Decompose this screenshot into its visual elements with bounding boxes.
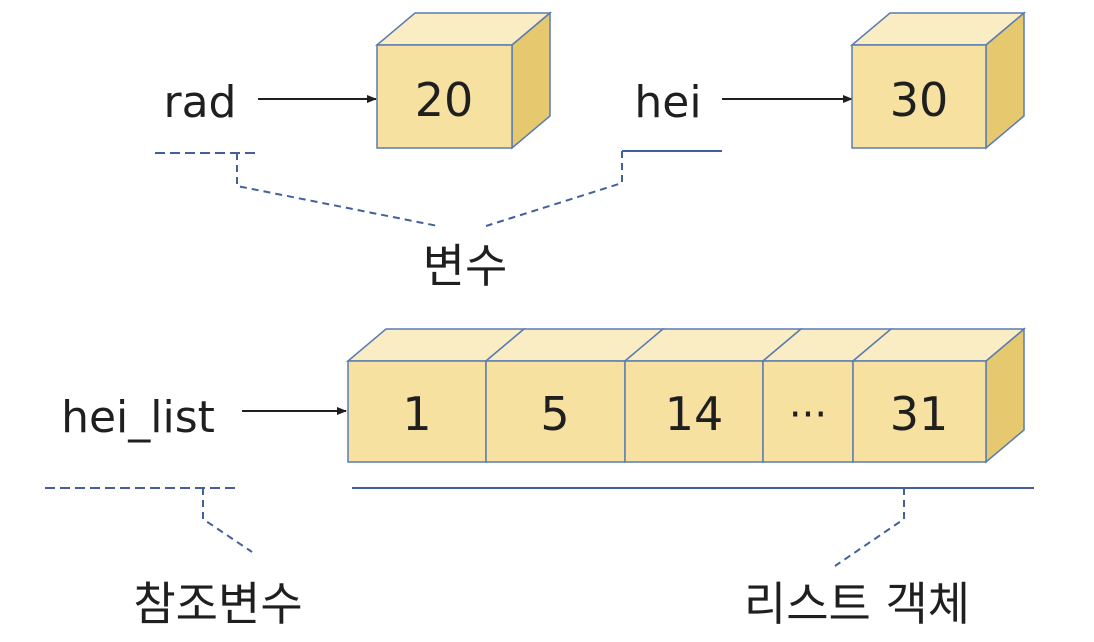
- list-cell: 5: [483, 328, 666, 463]
- list-cell: 1: [345, 328, 527, 463]
- variable-name-rad: rad: [164, 77, 237, 128]
- value-30: 30: [890, 73, 949, 127]
- value-box-20: 20: [374, 11, 553, 150]
- list-cell: ···: [760, 328, 894, 463]
- reference-variable-label: 참조변수: [133, 577, 302, 631]
- variable-name-hei: hei: [634, 77, 701, 128]
- list-cell: 14: [622, 328, 804, 463]
- variable-name-hei-list: hei_list: [61, 392, 215, 443]
- list-object-label: 리스트 객체: [744, 577, 970, 631]
- list-cell-value: 14: [665, 387, 724, 441]
- connector-list-to-label: [834, 488, 905, 567]
- list-object: 1 5 14 ··· 31: [345, 327, 1027, 464]
- list-cell-value: 31: [890, 387, 949, 441]
- list-cell-value: 1: [402, 387, 431, 441]
- connector-hei-list-to-label: [202, 488, 253, 553]
- connector-hei-to-label: [485, 151, 623, 227]
- connector-rad-to-label: [236, 153, 439, 227]
- list-cell-value: 5: [540, 387, 569, 441]
- variables-group-label: 변수: [423, 239, 508, 293]
- list-cell: 31: [850, 328, 1027, 463]
- list-cell-ellipsis: ···: [789, 392, 827, 438]
- value-box-30: 30: [849, 11, 1027, 150]
- value-20: 20: [415, 73, 474, 127]
